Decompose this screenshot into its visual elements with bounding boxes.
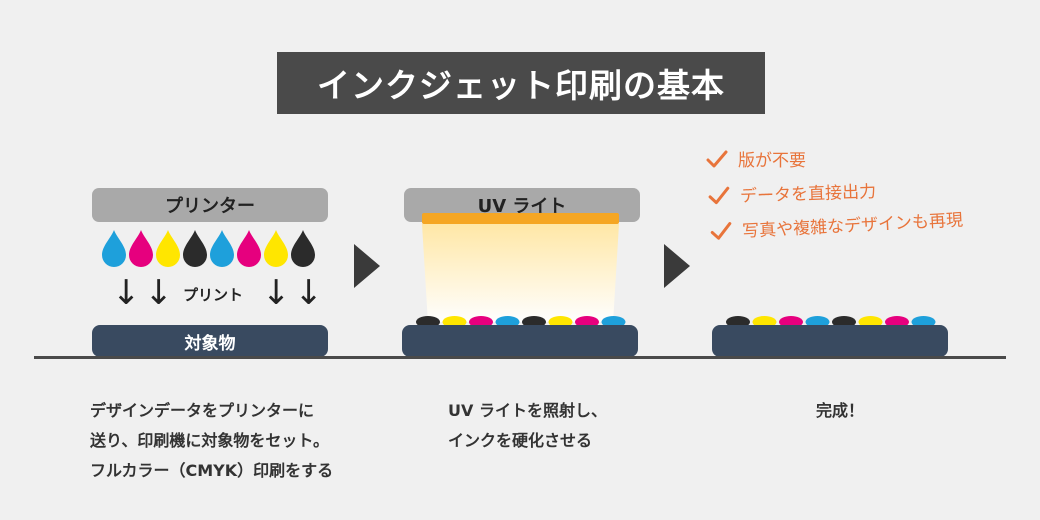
ink-drop-icon — [237, 230, 261, 267]
caption-step-1: デザインデータをプリンターに 送り、印刷機に対象物をセット。 フルカラー（CMY… — [90, 396, 380, 486]
uv-label: UV ライト — [477, 196, 567, 217]
title-banner: インクジェット印刷の基本 — [277, 52, 765, 114]
benefit-text: データを直接出力 — [739, 182, 877, 207]
caption-step-2: UV ライトを照射し、 インクを硬化させる — [448, 396, 648, 456]
target-object: 対象物 — [92, 325, 328, 357]
chevron-right-icon — [354, 244, 380, 288]
finished-object — [712, 325, 948, 357]
uv-target-object — [402, 325, 638, 357]
ink-drop-icon — [156, 230, 180, 267]
uv-light-beam — [422, 224, 619, 322]
ink-drop-icon — [102, 230, 126, 267]
chevron-right-icon — [664, 244, 690, 288]
page-title: インクジェット印刷の基本 — [317, 66, 725, 105]
benefit-text: 写真や複雑なデザインも再現 — [741, 210, 964, 242]
benefit-text: 版が不要 — [738, 151, 806, 171]
printer-head: プリンター — [92, 188, 328, 222]
target-label: 対象物 — [184, 333, 236, 354]
print-label: プリント — [182, 286, 243, 304]
printer-label: プリンター — [165, 196, 255, 217]
benefit-item: 版が不要 — [706, 146, 806, 171]
check-icon — [706, 150, 728, 167]
benefit-item: データを直接出力 — [708, 177, 877, 208]
caption-line: 完成！ — [815, 401, 864, 420]
down-arrows-left-icon: ↓↓ — [112, 273, 177, 313]
ink-drops — [102, 230, 315, 267]
caption-line: フルカラー（CMYK）印刷をする — [90, 461, 334, 480]
caption-line: UV ライトを照射し、 — [448, 401, 607, 420]
check-icon — [710, 221, 732, 240]
ink-drop-icon — [264, 230, 288, 267]
benefit-item: 写真や複雑なデザインも再現 — [710, 205, 964, 243]
caption-line: インクを硬化させる — [448, 431, 593, 450]
ink-drop-icon — [291, 230, 315, 267]
caption-step-3: 完成！ — [780, 396, 900, 426]
caption-line: デザインデータをプリンターに — [90, 401, 315, 420]
caption-line: 送り、印刷機に対象物をセット。 — [90, 431, 330, 450]
ink-drop-icon — [183, 230, 207, 267]
check-icon — [708, 186, 730, 204]
ink-drop-icon — [129, 230, 153, 267]
down-arrows-right-icon: ↓↓ — [262, 273, 327, 313]
ground-line — [34, 356, 1006, 359]
ink-drop-icon — [210, 230, 234, 267]
uv-lamp — [422, 213, 619, 224]
